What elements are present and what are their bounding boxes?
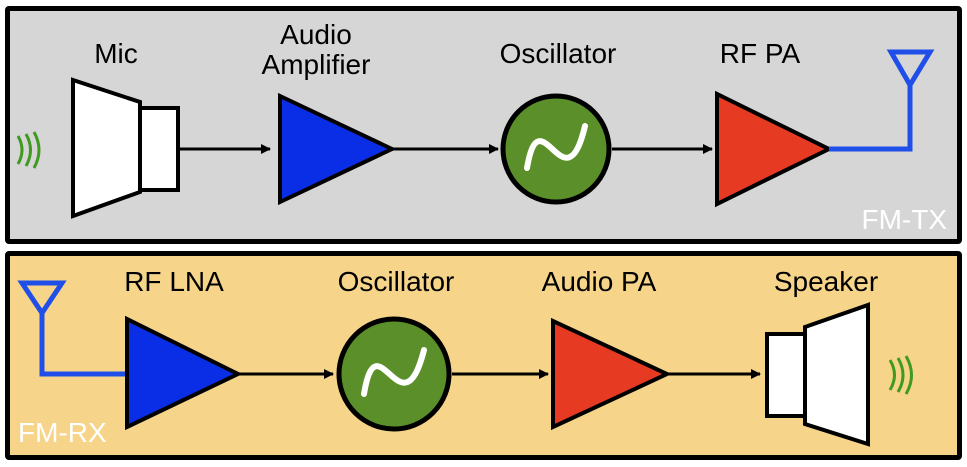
fm-rx-tag: FM-RX — [18, 417, 107, 448]
audio-amplifier-label: Audio Amplifier — [262, 20, 371, 80]
rx-oscillator-icon — [336, 316, 452, 432]
tx-sound-waves-icon — [16, 131, 41, 169]
audio-pa-triangle — [551, 317, 672, 431]
tx-oscillator-label: Oscillator — [499, 38, 617, 69]
audio-amplifier-triangle — [278, 92, 397, 206]
rf-pa-triangle — [715, 90, 834, 208]
audio-pa-label: Audio PA — [541, 266, 657, 297]
rx-oscillator-label: Oscillator — [337, 266, 455, 297]
mic-label: Mic — [94, 38, 138, 69]
audio-amplifier-label-line1: Audio — [280, 19, 352, 50]
rx-antenna-icon — [17, 280, 127, 377]
rf-lna-triangle — [125, 315, 243, 431]
audio-amplifier-label-line2: Amplifier — [261, 49, 371, 80]
tx-antenna-icon — [829, 49, 935, 152]
fm-tx-tag: FM-TX — [861, 204, 947, 235]
rf-lna-label: RF LNA — [124, 266, 224, 297]
rx-sound-waves-icon — [888, 355, 913, 395]
tx-oscillator-icon — [500, 93, 612, 205]
speaker-label: Speaker — [773, 266, 879, 297]
microphone-icon — [71, 77, 180, 219]
speaker-icon — [765, 302, 870, 447]
rf-pa-label: RF PA — [719, 38, 801, 69]
